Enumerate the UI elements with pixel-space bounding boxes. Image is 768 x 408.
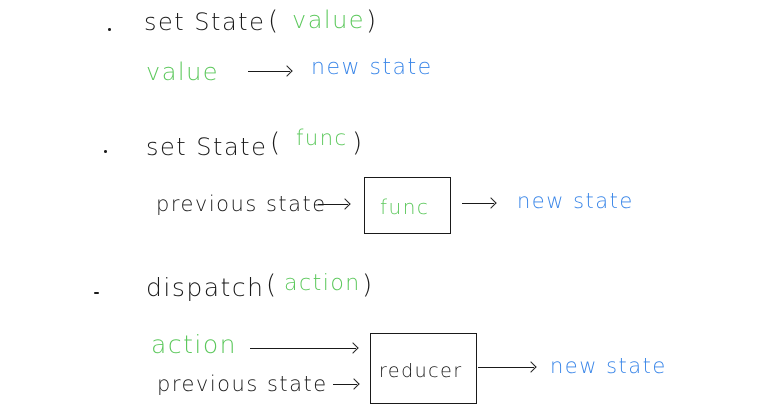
func-box	[364, 177, 451, 234]
func-to-new-state-arrow	[462, 203, 494, 204]
reducer-box-label: reducer	[379, 360, 463, 382]
reducer-box	[370, 333, 477, 404]
setstate-arg-func: func	[296, 126, 348, 150]
bullet-3	[94, 292, 99, 294]
output-new-state-2: new state	[517, 189, 634, 213]
value-to-new-state-arrow	[248, 71, 290, 72]
dispatch-arg-action: action	[284, 271, 361, 296]
output-new-state-3: new state	[550, 354, 667, 378]
previous-state-to-reducer-arrow	[333, 384, 357, 385]
output-new-state-1: new state	[311, 55, 433, 80]
action-input-label: action	[151, 330, 237, 359]
open-paren-2: (	[270, 128, 282, 158]
setstate-call-1: set State	[144, 8, 266, 36]
setstate-arg-value: value	[292, 6, 366, 34]
func-box-label: func	[380, 195, 430, 219]
dispatch-call: dispatch	[146, 273, 265, 302]
input-value-label: value	[146, 58, 220, 86]
close-paren-3: )	[362, 270, 374, 300]
bullet-2	[104, 150, 107, 153]
previous-state-to-func-arrow	[318, 204, 348, 205]
close-paren-2: )	[352, 128, 364, 158]
open-paren-1: (	[268, 6, 280, 36]
reducer-to-new-state-arrow	[478, 367, 534, 368]
bullet-1	[108, 28, 111, 31]
previous-state-label-3: previous state	[157, 372, 328, 396]
open-paren-3: (	[266, 270, 278, 300]
previous-state-label-2: previous state	[156, 192, 327, 216]
setstate-call-2: set State	[146, 133, 268, 161]
close-paren-1: )	[366, 6, 378, 36]
action-to-reducer-arrow	[250, 348, 356, 349]
